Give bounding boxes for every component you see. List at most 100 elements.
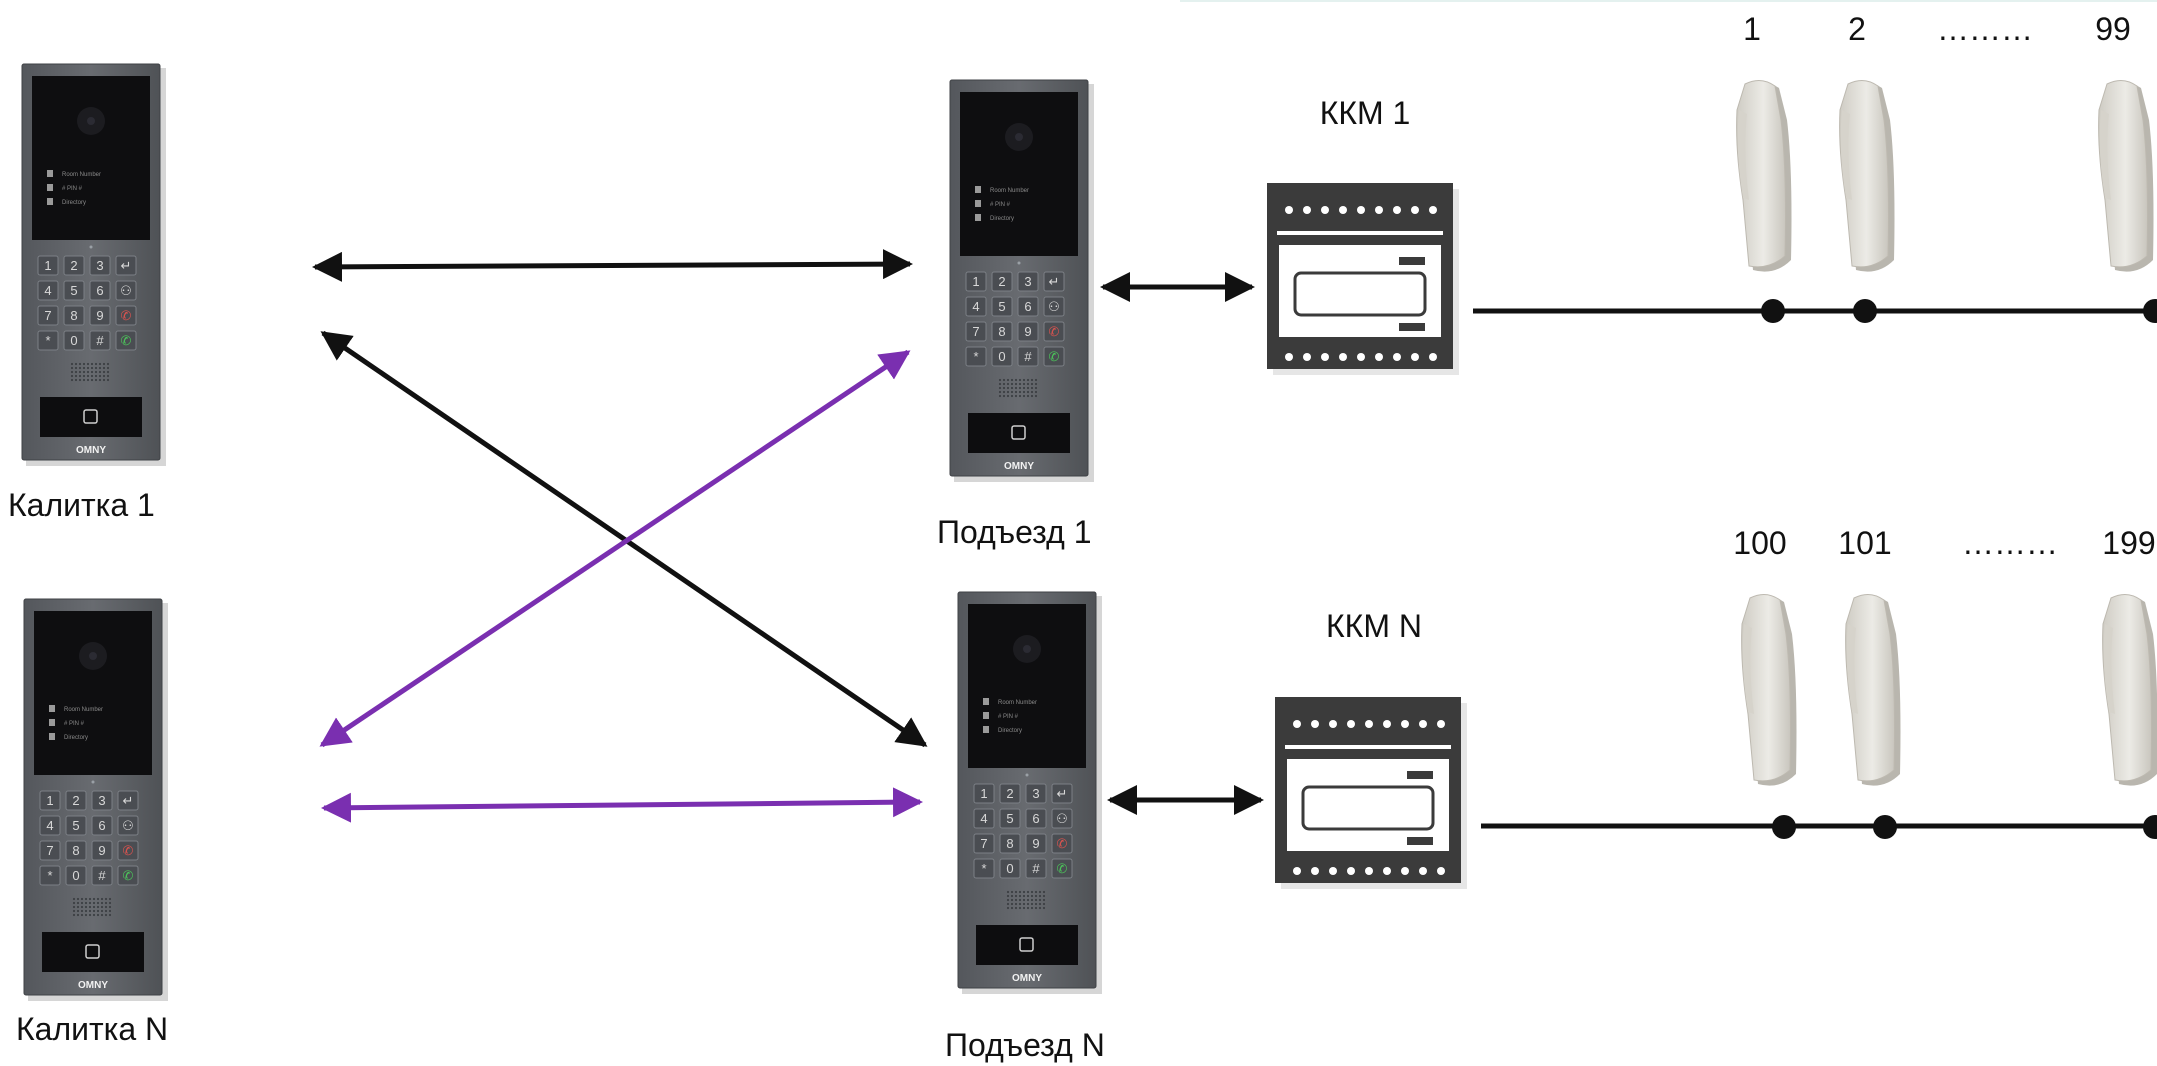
ccm-terminal: [1383, 720, 1391, 728]
keypad-key[interactable]: [39, 815, 61, 836]
keypad-key-label: 8: [998, 324, 1005, 339]
ccm-display: [1293, 271, 1427, 317]
keypad-key[interactable]: [117, 865, 139, 886]
keypad-key[interactable]: [991, 296, 1013, 317]
keypad-key-label: ↵: [1057, 786, 1068, 801]
keypad-key[interactable]: [37, 255, 59, 276]
keypad-key[interactable]: [65, 815, 87, 836]
keypad-key[interactable]: [65, 865, 87, 886]
keypad-key[interactable]: [37, 280, 59, 301]
phone-icon: [49, 705, 55, 712]
label-entrance-n: Подъезд N: [945, 1027, 1105, 1063]
brand-logo: OMNY: [78, 980, 108, 991]
keypad-key[interactable]: [1043, 321, 1065, 342]
keypad-key[interactable]: [115, 280, 137, 301]
keypad-key[interactable]: [965, 271, 987, 292]
keypad-key[interactable]: [65, 840, 87, 861]
keypad-key[interactable]: [65, 790, 87, 811]
keypad-key-label: 3: [96, 258, 103, 273]
keypad-key[interactable]: [1017, 271, 1039, 292]
keypad-key[interactable]: [999, 783, 1021, 804]
phone-icon: [975, 186, 981, 193]
keypad-key[interactable]: [115, 255, 137, 276]
keypad-key[interactable]: [1043, 271, 1065, 292]
keypad-key[interactable]: [63, 305, 85, 326]
keypad-key[interactable]: [89, 305, 111, 326]
keypad-key[interactable]: [1017, 321, 1039, 342]
keypad-key[interactable]: [39, 840, 61, 861]
keypad-key[interactable]: [965, 321, 987, 342]
screen-room-number: Room Number: [998, 700, 1037, 706]
handset-icon: [1741, 594, 1797, 786]
keypad-key[interactable]: [991, 346, 1013, 367]
keypad-key[interactable]: [91, 815, 113, 836]
keypad-key[interactable]: [89, 280, 111, 301]
keypad-key[interactable]: [1025, 858, 1047, 879]
brand-logo: OMNY: [1012, 973, 1042, 984]
keypad-key[interactable]: [117, 790, 139, 811]
bus-node: [1761, 299, 1785, 323]
keypad-key[interactable]: [115, 305, 137, 326]
keypad-key[interactable]: [999, 833, 1021, 854]
keypad-key-label: ✆: [1057, 861, 1068, 876]
lock-icon: [975, 200, 981, 207]
keypad-key[interactable]: [1051, 808, 1073, 829]
keypad-key[interactable]: [39, 790, 61, 811]
keypad-key[interactable]: [1025, 833, 1047, 854]
keypad-key[interactable]: [91, 790, 113, 811]
ccm-terminal: [1321, 353, 1329, 361]
keypad-key[interactable]: [1017, 346, 1039, 367]
keypad-key[interactable]: [1043, 296, 1065, 317]
keypad-key[interactable]: [63, 280, 85, 301]
keypad-key[interactable]: [965, 296, 987, 317]
ccm-indicator: [1399, 257, 1425, 265]
keypad-key[interactable]: [973, 808, 995, 829]
keypad-key-label: 0: [1006, 861, 1013, 876]
panel-screen: [34, 611, 152, 775]
ccm-indicator: [1407, 771, 1433, 779]
keypad-key[interactable]: [37, 330, 59, 351]
keypad-key[interactable]: [37, 305, 59, 326]
keypad-key[interactable]: [91, 840, 113, 861]
keypad-key[interactable]: [999, 858, 1021, 879]
keypad-key[interactable]: [965, 346, 987, 367]
keypad-key[interactable]: [991, 271, 1013, 292]
handset-cradle: [1840, 110, 1852, 200]
keypad-key[interactable]: [1017, 296, 1039, 317]
keypad-key[interactable]: [1051, 858, 1073, 879]
keypad-key[interactable]: [91, 865, 113, 886]
keypad-key[interactable]: [115, 330, 137, 351]
keypad-key[interactable]: [1025, 783, 1047, 804]
keypad-key[interactable]: [117, 840, 139, 861]
keypad-key[interactable]: [63, 330, 85, 351]
ccm-terminal: [1329, 867, 1337, 875]
keypad-key[interactable]: [973, 833, 995, 854]
keypad-key[interactable]: [89, 255, 111, 276]
keypad-key-label: 5: [72, 818, 79, 833]
keypad-key[interactable]: [89, 330, 111, 351]
ccm-display: [1301, 785, 1435, 831]
keypad-key[interactable]: [1025, 808, 1047, 829]
bus-node: [1853, 299, 1877, 323]
keypad-key[interactable]: [1043, 346, 1065, 367]
keypad-key[interactable]: [973, 858, 995, 879]
ccm-terminal: [1375, 353, 1383, 361]
keypad-key[interactable]: [999, 808, 1021, 829]
keypad-key-label: ✆: [121, 333, 132, 348]
keypad-key-label: 9: [98, 843, 105, 858]
keypad-key[interactable]: [63, 255, 85, 276]
keypad-key-label: 4: [44, 283, 51, 298]
keypad-key[interactable]: [973, 783, 995, 804]
keypad-key-label: 9: [96, 308, 103, 323]
keypad-key[interactable]: [1051, 783, 1073, 804]
keypad-key[interactable]: [117, 815, 139, 836]
handset-number: 199: [2102, 525, 2155, 561]
keypad-key[interactable]: [991, 321, 1013, 342]
keypad-key-label: 2: [72, 793, 79, 808]
keypad-key-label: 4: [980, 811, 987, 826]
nfc-icon: [85, 944, 100, 959]
keypad-key[interactable]: [1051, 833, 1073, 854]
nfc-icon: [1011, 425, 1026, 440]
keypad-key[interactable]: [39, 865, 61, 886]
